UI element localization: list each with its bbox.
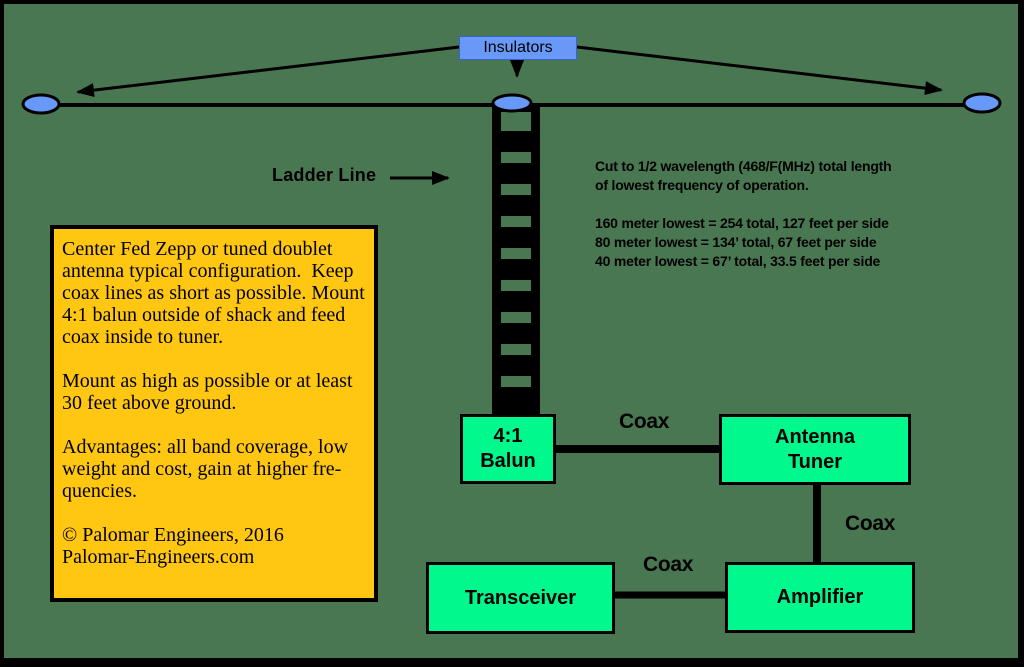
description-line: 4:1 balun outside of shack and feed — [62, 304, 346, 326]
note-line — [595, 195, 985, 214]
description-line: antenna typical configuration. Keep — [62, 260, 354, 282]
amplifier-box: Amplifier — [725, 562, 915, 633]
note-line: of lowest frequency of operation. — [595, 177, 809, 193]
note-line: 40 meter lowest = 67’ total, 33.5 feet p… — [595, 253, 881, 269]
balun-label-line1: 4:1 — [493, 425, 523, 447]
description-line: weight and cost, gain at higher fre- — [62, 458, 342, 480]
arrow-to-left-insulator — [76, 45, 460, 98]
tuner-label-line2: Tuner — [787, 450, 843, 473]
coax-label-tuner-amplifier: Coax — [845, 512, 896, 535]
insulators-label: Insulators — [483, 39, 553, 56]
coax-label-transceiver-amplifier: Coax — [643, 553, 694, 576]
transceiver-label: Transceiver — [464, 586, 577, 609]
description-line: Advantages: all band coverage, low — [62, 436, 349, 458]
description-line — [62, 414, 368, 436]
transceiver-box: Transceiver — [426, 562, 615, 634]
website-line: Palomar-Engineers.com — [62, 546, 255, 568]
antenna-tuner-box: Antenna Tuner — [719, 414, 911, 485]
note-line: Cut to 1/2 wavelength (468/F(MHz) total … — [595, 158, 892, 174]
arrow-to-right-insulator — [576, 45, 943, 96]
description-line: Mount as high as possible or at least — [62, 370, 353, 392]
note-line: 80 meter lowest = 134’ total, 67 feet pe… — [595, 234, 877, 250]
note-line: 160 meter lowest = 254 total, 127 feet p… — [595, 215, 889, 231]
description-line — [62, 348, 368, 370]
amplifier-label: Amplifier — [776, 586, 864, 608]
balun-label-line2: Balun — [480, 450, 536, 472]
description-line: 30 feet above ground. — [62, 392, 237, 414]
description-line — [62, 502, 368, 524]
description-line: coax inside to tuner. — [62, 326, 224, 348]
copyright-line: © Palomar Engineers, 2016 — [62, 524, 284, 546]
coax-label-balun-tuner: Coax — [619, 410, 670, 433]
insulators-label-box: Insulators — [459, 36, 577, 60]
ladder-line — [492, 106, 540, 414]
description-line: Center Fed Zepp or tuned doublet — [62, 238, 333, 260]
left-insulator — [21, 93, 61, 115]
center-insulator — [491, 93, 533, 113]
balun-box: 4:1 Balun — [460, 414, 556, 484]
right-insulator — [962, 92, 1002, 114]
wavelength-notes: Cut to 1/2 wavelength (468/F(MHz) total … — [595, 157, 985, 271]
tuner-label-line1: Antenna — [775, 425, 855, 448]
description-box: Center Fed Zepp or tuned doublet antenna… — [50, 225, 378, 602]
description-line: coax lines as short as possible. Mount — [62, 282, 365, 304]
description-line: quencies. — [62, 480, 137, 502]
ladder-line-label: Ladder Line — [272, 165, 377, 185]
